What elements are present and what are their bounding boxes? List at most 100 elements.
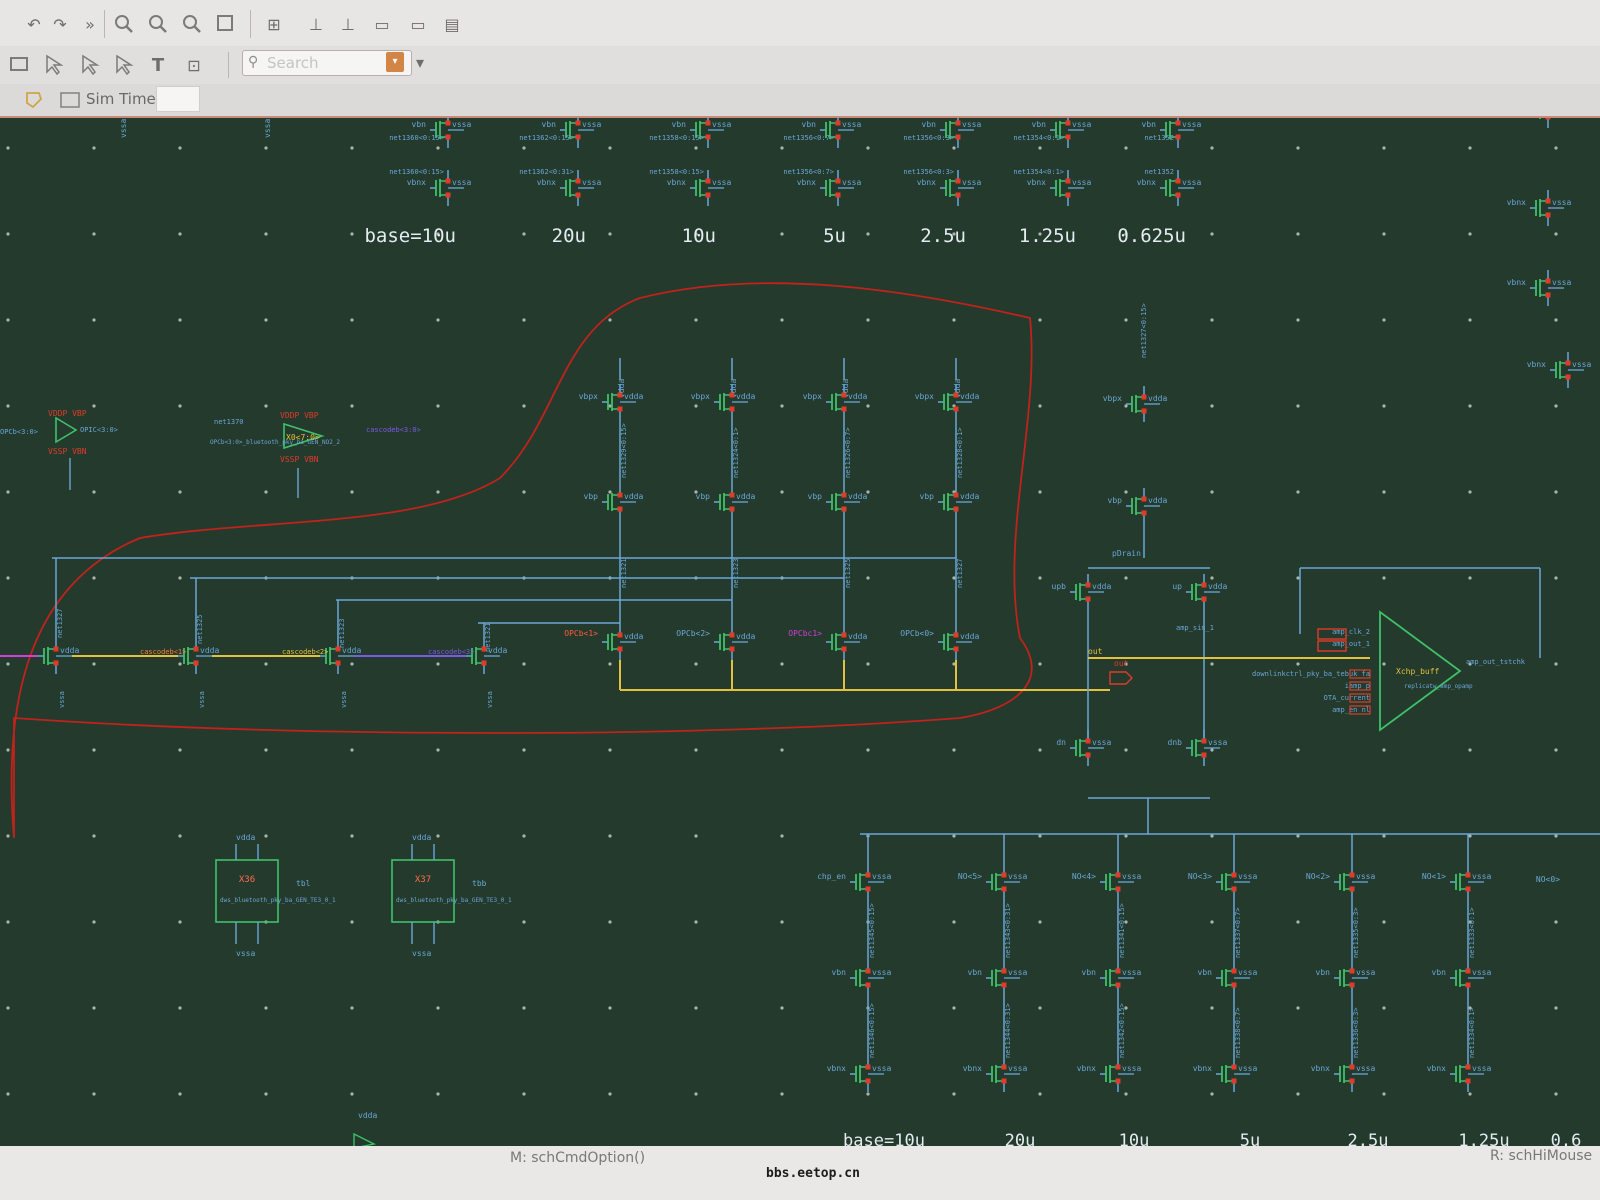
stretch-icon[interactable]: ⊡ (187, 55, 201, 75)
inverter-symbol (283, 422, 325, 450)
search-placeholder: Search (267, 54, 319, 72)
block-name: X37 (415, 875, 431, 885)
pin-icon[interactable]: ⊥ (309, 14, 323, 34)
search-options-icon[interactable]: ▾ (415, 52, 425, 72)
gate-label: vbnx (1427, 1064, 1446, 1073)
pin-marker (1201, 752, 1207, 758)
pin-marker (1545, 198, 1551, 204)
grid-dot (522, 404, 526, 408)
select-mode-icon[interactable] (8, 53, 32, 77)
dropdown-icon[interactable]: ▾ (386, 52, 404, 72)
pin-box (1349, 681, 1371, 691)
grid-dot (1382, 834, 1386, 838)
chain-gate-label: cascodeb<1> (140, 648, 186, 656)
scale-label: base=10u (364, 225, 456, 247)
grid-dot (436, 1006, 440, 1010)
grid-dot (522, 920, 526, 924)
dac-net-label: net1335<0:3> (1352, 907, 1360, 958)
pin-marker (1231, 982, 1237, 988)
grid-dot (1210, 318, 1214, 322)
pin-marker (1545, 278, 1551, 284)
grid-dot (264, 404, 268, 408)
pointer-icon[interactable] (78, 53, 102, 77)
grid-dot (1124, 146, 1128, 150)
grid-dot (350, 318, 354, 322)
dac-net-label: net1346<0:15> (868, 1003, 876, 1058)
instance-icon[interactable]: ▭ (410, 14, 426, 34)
text-icon[interactable]: T (151, 54, 165, 76)
pin-marker (53, 660, 59, 666)
supply-label: vdda (488, 646, 507, 655)
grid-dot (6, 232, 10, 236)
wire-icon[interactable]: ⊥ (341, 14, 355, 34)
undo-icon[interactable]: ↶ (27, 14, 41, 34)
gate-label: vbnx (1027, 178, 1046, 187)
dac-net-label: net1334<0:1> (1468, 1007, 1476, 1058)
block-pin-label: tbb (472, 879, 487, 888)
grid-dot (866, 748, 870, 752)
search-input[interactable]: ⚲ Search (242, 50, 412, 76)
zoom-area-icon[interactable] (214, 12, 238, 36)
grid-dot (780, 920, 784, 924)
grid-dot (952, 1092, 956, 1096)
gate-label: NO<3> (1188, 872, 1212, 881)
pin-marker (955, 178, 961, 184)
zoom-out-icon[interactable] (146, 12, 170, 36)
grid-dot (178, 920, 182, 924)
grid-dot (1296, 404, 1300, 408)
pin-marker (835, 192, 841, 198)
pin-marker (445, 134, 451, 140)
move-icon[interactable] (112, 53, 136, 77)
hierarchy-icon[interactable]: ⊞ (267, 14, 281, 34)
supply-label: vssa (1182, 178, 1201, 187)
grid-dot (178, 834, 182, 838)
grid-dot (608, 318, 612, 322)
label-icon[interactable]: ▭ (374, 14, 390, 34)
opamp-input-label: downlinkctrl_pky_ba_tebuk_fa (1252, 670, 1370, 678)
grid-dot (694, 920, 698, 924)
probe-icon[interactable] (22, 88, 46, 112)
gate-label: upb (1052, 582, 1067, 591)
status-left-text: M: schCmdOption() (510, 1150, 646, 1166)
pin-marker (1231, 968, 1237, 974)
property-icon[interactable]: ▤ (444, 14, 460, 34)
dac-net-label: net1342<0:15> (1118, 1003, 1126, 1058)
grid-dot (952, 920, 956, 924)
dac-net-label: net1344<0:31> (1004, 1003, 1012, 1058)
pin-marker (1001, 968, 1007, 974)
top-net-label-lower: net1354<0:1> (1013, 168, 1064, 176)
out-pin-label: out (1114, 659, 1129, 668)
supply-label: vdda (848, 492, 867, 501)
gate-label: vbn (1082, 968, 1097, 977)
gate-label: vbnx (407, 178, 426, 187)
grid-dot (952, 834, 956, 838)
redo-icon[interactable]: ↷ (53, 14, 67, 34)
pin-marker (617, 392, 623, 398)
inverter-supply: VDDP VBP (280, 411, 319, 420)
select-icon[interactable] (42, 53, 66, 77)
net-label: net1325 (844, 558, 852, 588)
sim-time-field[interactable] (156, 86, 200, 112)
pin-marker (617, 646, 623, 652)
supply-label: vssa (1008, 968, 1027, 977)
grid-dot (952, 748, 956, 752)
pin-marker (865, 968, 871, 974)
pin-marker (1465, 982, 1471, 988)
pin-marker (729, 632, 735, 638)
pin-marker (1085, 582, 1091, 588)
grid-dot (350, 1006, 354, 1010)
grid-dot (694, 1006, 698, 1010)
grid-dot (1124, 576, 1128, 580)
more-icon[interactable]: » (85, 14, 95, 34)
supply-label: vdda (848, 632, 867, 641)
grid-dot (1382, 404, 1386, 408)
grid-dot (1468, 834, 1472, 838)
supply-label: vdda (1148, 496, 1167, 505)
grid-dot (1124, 1092, 1128, 1096)
pin-marker (953, 392, 959, 398)
grid-dot (694, 1092, 698, 1096)
zoom-fit-icon[interactable] (180, 12, 204, 36)
zoom-in-icon[interactable] (112, 12, 136, 36)
